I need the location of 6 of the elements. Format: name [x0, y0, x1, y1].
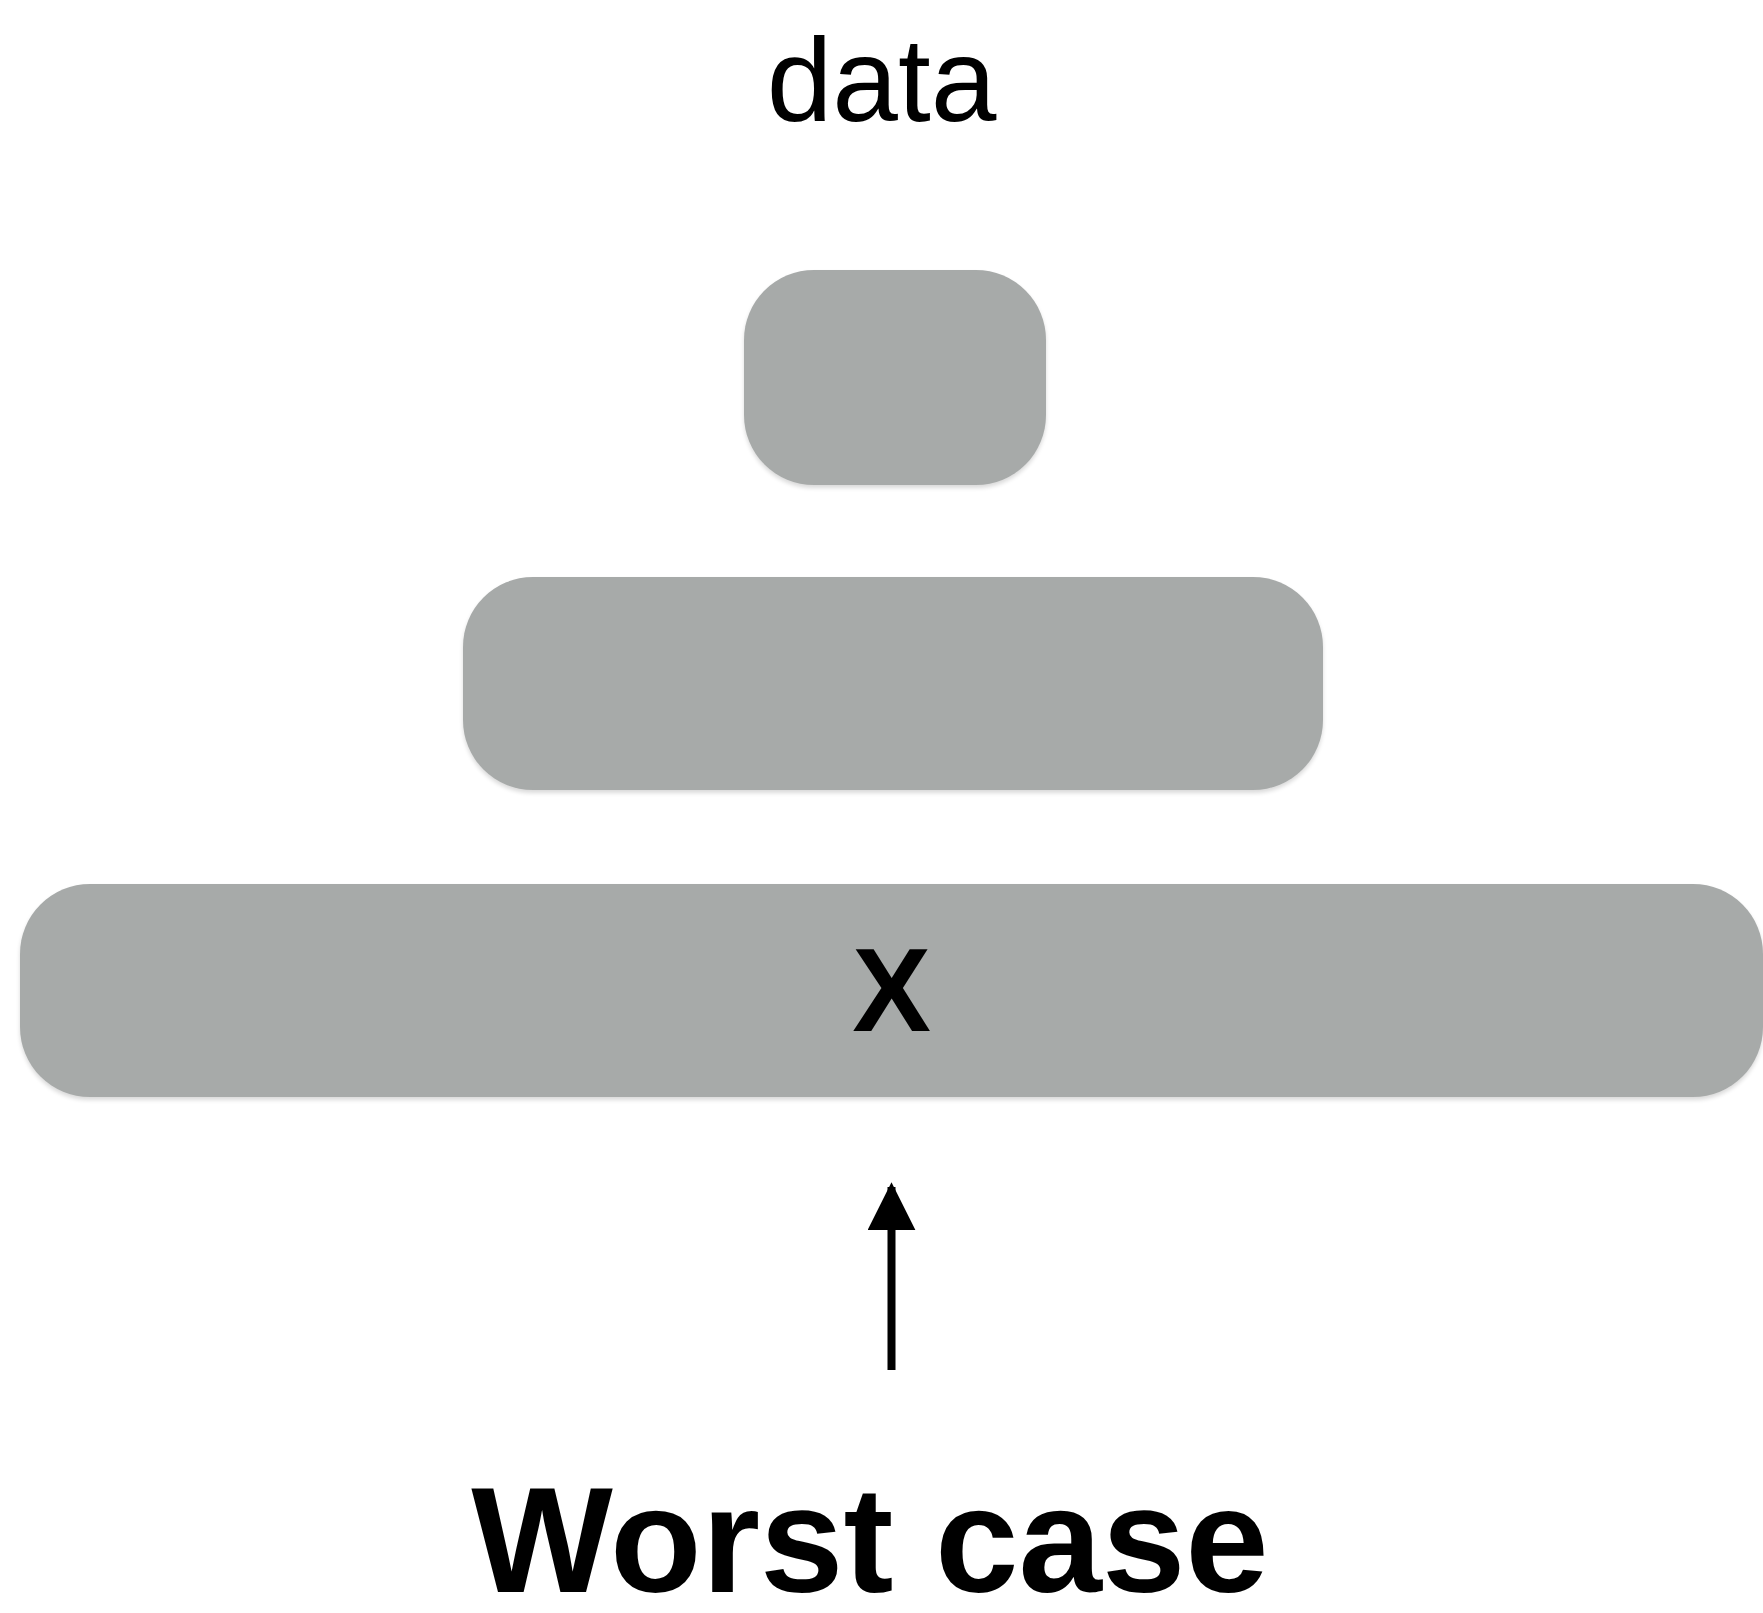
bar-label: X — [852, 925, 931, 1056]
bar — [744, 270, 1046, 485]
case-label: Worst case — [471, 1457, 1269, 1613]
bar — [463, 577, 1323, 790]
bar — [20, 884, 1763, 1097]
title: data — [765, 13, 998, 148]
